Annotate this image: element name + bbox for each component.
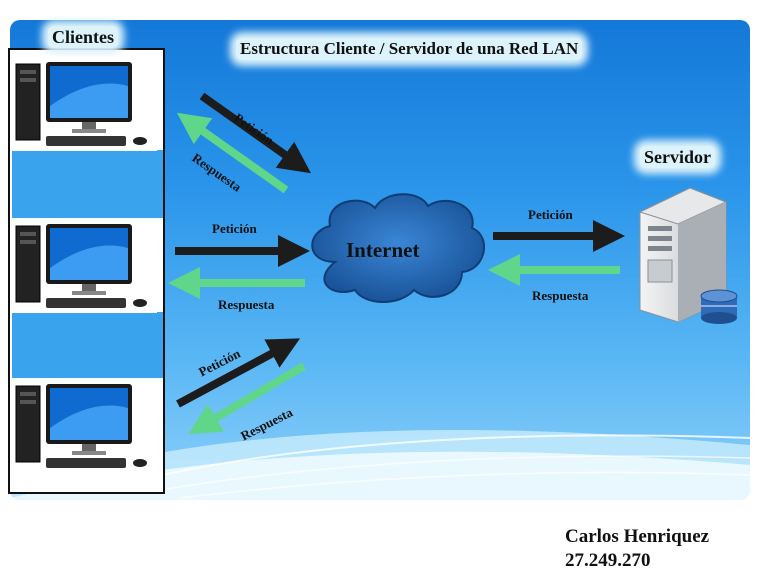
author-name: Carlos Henriquez: [565, 526, 710, 547]
request-label-middle: Petición: [212, 221, 257, 236]
response-label-server: Respuesta: [532, 288, 589, 303]
client-computer-1: [12, 56, 157, 151]
internet-cloud-icon: [311, 193, 485, 303]
clients-divider: [12, 312, 163, 378]
desktop-pc-icon: [15, 384, 147, 468]
server-label: Servidor: [640, 146, 715, 168]
response-arrow-top: [176, 112, 289, 194]
diagram-title: Estructura Cliente / Servidor de una Red…: [236, 38, 583, 60]
response-label-middle: Respuesta: [218, 297, 275, 312]
background-waves: [10, 430, 750, 500]
request-arrow-bottom: [176, 338, 301, 408]
request-arrow-top: [199, 92, 312, 174]
author-id: 27.249.270: [565, 550, 651, 571]
desktop-pc-icon: [15, 62, 147, 146]
response-arrow-bottom: [188, 362, 307, 435]
client-computer-2: [12, 218, 157, 313]
internet-label: Internet: [346, 238, 420, 262]
database-icon: [700, 289, 738, 324]
clients-label: Clientes: [48, 26, 118, 48]
desktop-pc-icon: [15, 224, 147, 308]
clients-divider: [12, 150, 163, 218]
client-computer-3: [12, 378, 157, 473]
request-label-server: Petición: [528, 207, 573, 222]
